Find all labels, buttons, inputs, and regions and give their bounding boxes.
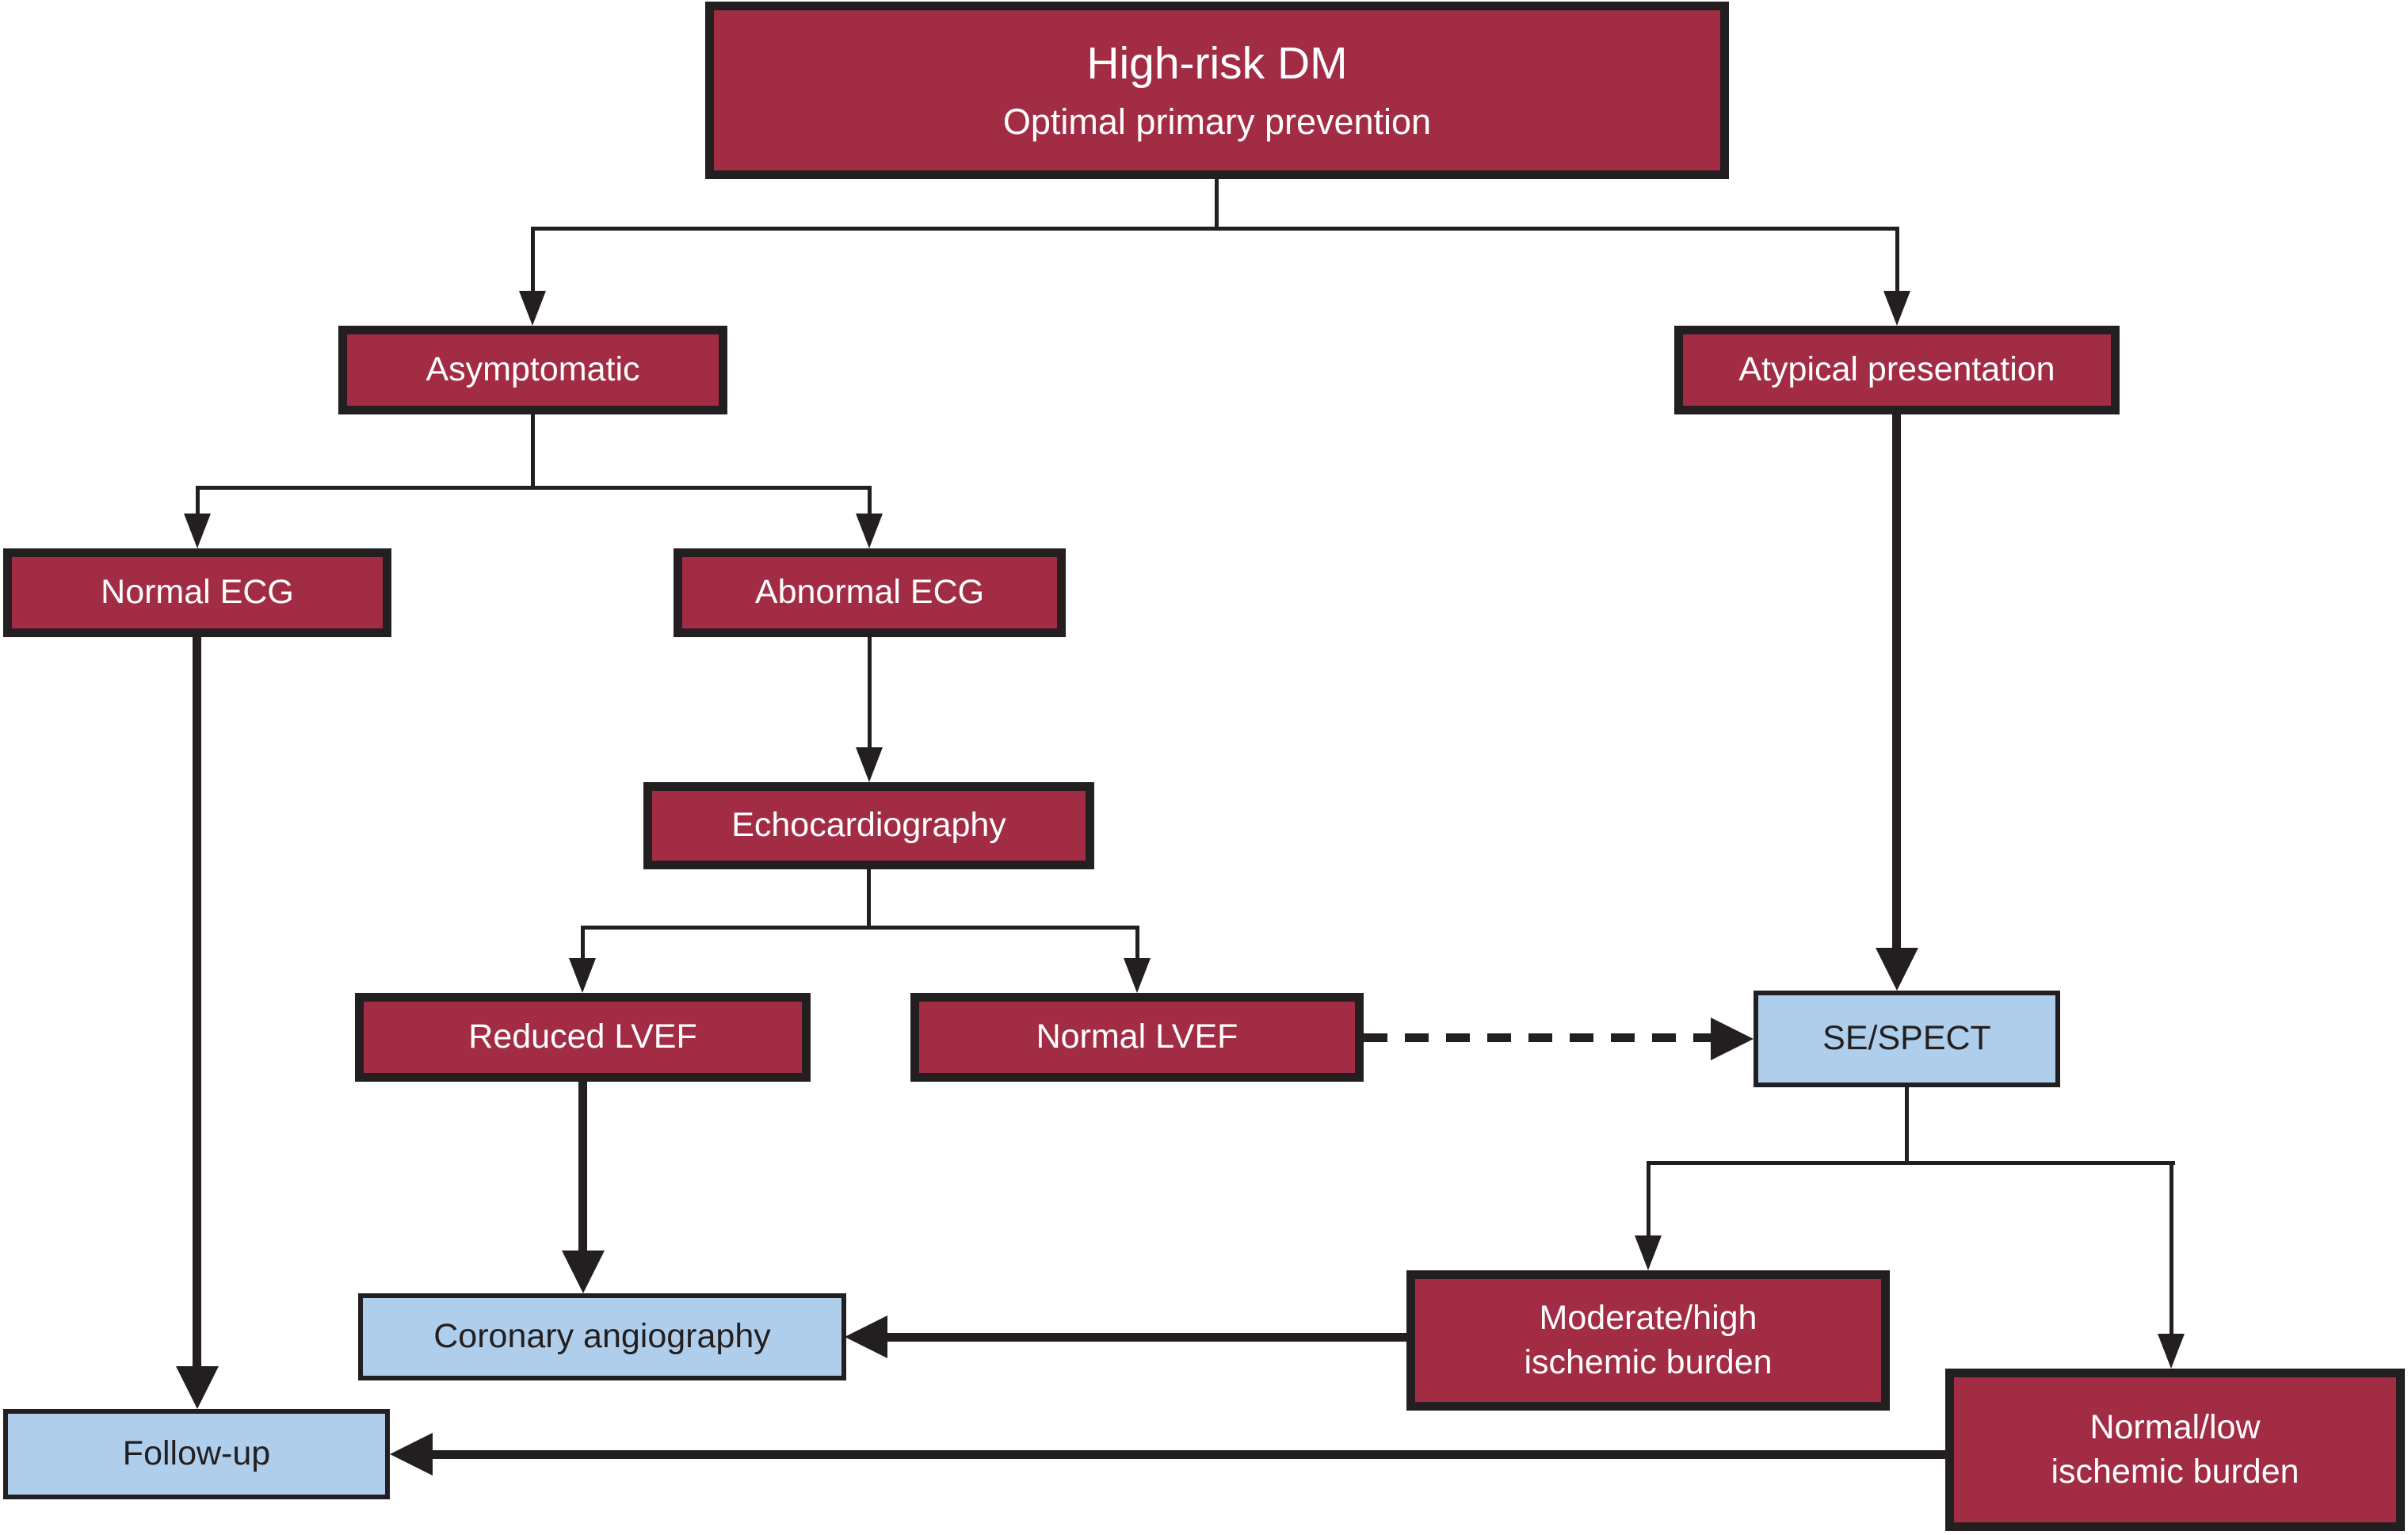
edge-atypical-sespect-line — [1892, 414, 1901, 948]
node-normal-low-ischemic-burden-line1: Normal/low — [2089, 1408, 2261, 1447]
edge-sespect-normallow-line — [2169, 1161, 2173, 1334]
node-asymptomatic-label: Asymptomatic — [426, 350, 640, 389]
edge-root-asymptomatic-arrowhead — [519, 291, 546, 326]
edge-echo-normallvef-arrowhead — [1124, 958, 1151, 993]
node-high-risk-dm-title: High-risk DM — [1086, 38, 1348, 90]
edge-abnormalecg-echo-arrowhead — [856, 747, 883, 782]
edge-root-atypical-line — [1895, 227, 1899, 292]
edge-abnormalecg-echo-line — [868, 637, 872, 749]
edge-modhigh-coronary-line — [887, 1333, 1406, 1342]
node-reduced-lvef: Reduced LVEF — [355, 993, 811, 1082]
node-coronary-angiography-label: Coronary angiography — [433, 1317, 771, 1356]
node-follow-up-label: Follow-up — [122, 1434, 271, 1473]
node-moderate-high-ischemic-burden-line1: Moderate/high — [1539, 1299, 1757, 1338]
edge-asymptomatic-abnormalecg-line — [868, 486, 872, 515]
node-reduced-lvef-label: Reduced LVEF — [468, 1018, 697, 1056]
node-normal-ecg-label: Normal ECG — [101, 573, 294, 612]
node-se-spect: SE/SPECT — [1754, 991, 2060, 1087]
edge-normallvef-sespect-arrowhead — [1711, 1018, 1754, 1060]
node-se-spect-label: SE/SPECT — [1822, 1019, 1991, 1058]
edge-normallvef-sespect-dashed-line — [1364, 1033, 1711, 1042]
edge-asymptomatic-normalecg-arrowhead — [184, 514, 211, 548]
edge-asymptomatic-abnormalecg-arrowhead — [856, 514, 883, 548]
edge-root-asymptomatic-line — [531, 227, 535, 292]
edge-root-cross-line — [531, 227, 1899, 231]
node-asymptomatic: Asymptomatic — [338, 326, 727, 414]
edge-reducedlvef-coronary-line — [578, 1082, 587, 1251]
node-moderate-high-ischemic-burden-line2: ischemic burden — [1524, 1342, 1773, 1381]
edge-sespect-modhigh-arrowhead — [1635, 1235, 1662, 1270]
edge-asymptomatic-stub-line — [531, 414, 535, 487]
edge-reducedlvef-coronary-arrowhead — [562, 1251, 605, 1293]
edge-asymptomatic-cross-line — [196, 486, 872, 490]
edge-echo-normallvef-line — [1135, 926, 1139, 958]
node-abnormal-ecg: Abnormal ECG — [674, 548, 1066, 637]
node-abnormal-ecg-label: Abnormal ECG — [754, 573, 985, 612]
node-coronary-angiography: Coronary angiography — [358, 1293, 846, 1380]
edge-normallow-followup-arrowhead — [390, 1433, 433, 1476]
edge-sespect-modhigh-line — [1647, 1161, 1650, 1235]
node-atypical-presentation: Atypical presentation — [1674, 326, 2120, 414]
node-normal-low-ischemic-burden: Normal/low ischemic burden — [1945, 1369, 2405, 1531]
edge-sespect-stub-line — [1905, 1087, 1909, 1163]
edge-root-atypical-arrowhead — [1883, 291, 1910, 326]
node-echocardiography-label: Echocardiography — [731, 806, 1006, 845]
edge-echo-cross-line — [581, 926, 1139, 930]
node-normal-ecg: Normal ECG — [3, 548, 391, 637]
edge-normalecg-followup-arrowhead — [176, 1366, 219, 1409]
node-normal-lvef: Normal LVEF — [910, 993, 1364, 1082]
edge-modhigh-coronary-arrowhead — [845, 1315, 887, 1358]
edge-sespect-cross-line — [1647, 1161, 2175, 1165]
node-normal-lvef-label: Normal LVEF — [1036, 1018, 1238, 1056]
edge-sespect-normallow-arrowhead — [2158, 1334, 2185, 1369]
node-moderate-high-ischemic-burden: Moderate/high ischemic burden — [1406, 1270, 1890, 1411]
edge-normallow-followup-line — [433, 1450, 1945, 1459]
node-follow-up: Follow-up — [3, 1409, 390, 1499]
node-high-risk-dm: High-risk DM Optimal primary prevention — [705, 2, 1729, 179]
node-high-risk-dm-subtitle: Optimal primary prevention — [1002, 101, 1432, 142]
edge-echo-reducedlvef-line — [581, 926, 585, 958]
edge-echo-reducedlvef-arrowhead — [569, 958, 596, 993]
node-echocardiography: Echocardiography — [643, 782, 1094, 869]
node-normal-low-ischemic-burden-line2: ischemic burden — [2051, 1452, 2299, 1491]
edge-atypical-sespect-arrowhead — [1876, 948, 1918, 991]
node-atypical-presentation-label: Atypical presentation — [1738, 350, 2055, 389]
edge-root-stub-line — [1215, 178, 1219, 230]
edge-echo-stub-line — [867, 869, 871, 927]
edge-normalecg-followup-line — [193, 637, 201, 1366]
edge-asymptomatic-normalecg-line — [196, 486, 200, 515]
